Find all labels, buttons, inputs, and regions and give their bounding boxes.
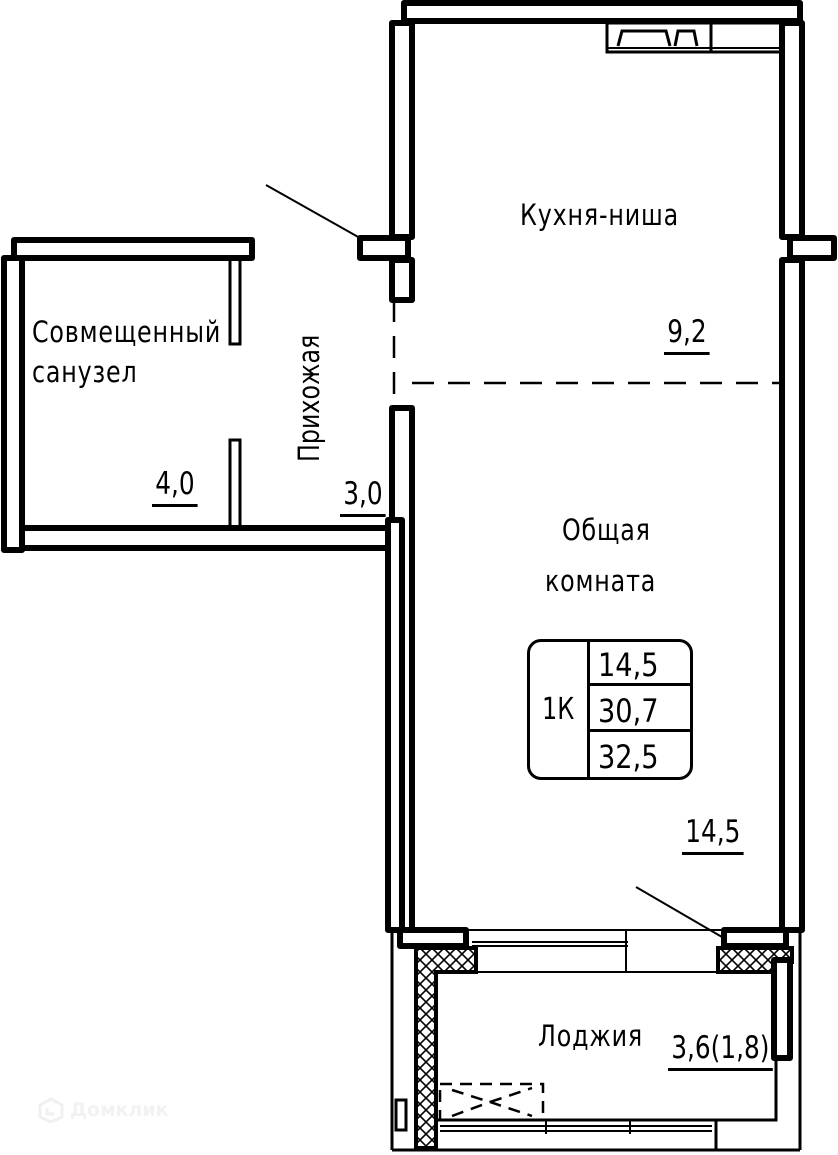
entrance-door-jamb [357,235,411,261]
domclick-logo-icon [38,1097,64,1123]
area-loggia: 3,6(1,8) [668,1030,773,1071]
room-label-bathroom-line1: Совмещенный [32,315,222,349]
room-label-living-line1: Общая [562,513,651,547]
bathroom-partition-upper [228,256,242,346]
bathroom-bottom-wall [19,525,393,551]
loggia-right-jamb [721,927,789,949]
room-label-kitchen: Кухня-ниша [520,198,680,232]
bathroom-left-wall [1,255,25,553]
loggia-right-pillar [771,957,793,1061]
living-area-value: 14,5 [590,642,690,686]
loggia-drain [394,1098,408,1132]
living-right-wall [779,257,805,933]
right-wall-jamb [787,235,837,261]
loggia-left-jamb [397,927,469,949]
kitchen-left-wall [389,20,415,240]
watermark: Домклик [38,1097,169,1123]
apartment-type: 1К [530,642,590,777]
room-label-living-line2: комната [545,564,657,598]
stove-icon [673,29,699,47]
total-area-with-loggia: 32,5 [598,738,659,776]
sink-icon [616,29,672,47]
bathroom-partition-lower [228,438,242,530]
entrance-wall-stub [389,257,415,303]
area-bathroom: 4,0 [152,466,198,507]
room-label-loggia: Лоджия [538,1019,643,1053]
area-living: 14,5 [682,814,744,855]
entrance-door-swing [265,184,361,239]
kitchen-right-wall [779,20,805,240]
loggia-left-insulated-wall [414,946,478,1150]
bathroom-top-wall [11,237,255,261]
room-label-hallway: Прихожая [292,334,326,462]
kitchen-counter [605,21,784,54]
room-label-bathroom-line2: санузел [32,355,138,389]
top-wall [401,0,803,24]
area-hallway: 3,0 [340,476,386,517]
apartment-summary-badge: 1К 14,5 30,7 32,5 [527,639,693,780]
total-area-without-loggia: 30,7 [590,688,690,732]
area-kitchen: 9,2 [664,314,710,355]
loggia-storage-cross [451,1086,533,1118]
loggia-right-corner [716,1058,778,1122]
loggia-storage-outline [438,1082,545,1122]
watermark-text: Домклик [70,1099,169,1121]
hall-right-wall [385,517,405,933]
balcony-door-swing [635,886,723,938]
